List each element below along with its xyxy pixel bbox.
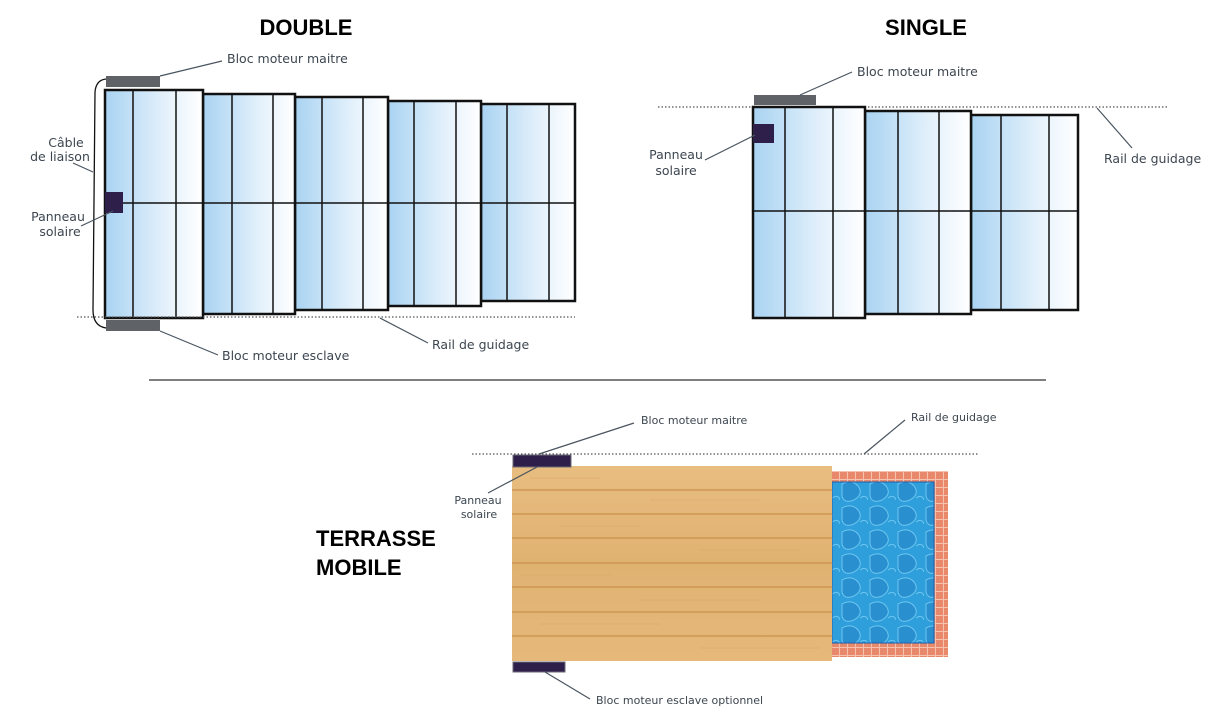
label-cable-2: de liaison [30, 149, 90, 164]
label-solar-2: solaire [461, 508, 498, 521]
single-section: SINGLE Bloc moteur maitre Panneau solair… [649, 15, 1201, 320]
double-title: DOUBLE [260, 15, 353, 40]
solar-panel [105, 192, 123, 213]
slave-motor-block [106, 320, 160, 331]
label-motor-slave: Bloc moteur esclave [222, 348, 350, 363]
label-motor-master: Bloc moteur maitre [857, 64, 978, 79]
master-motor-block [512, 454, 572, 468]
label-motor-master: Bloc moteur maitre [641, 414, 747, 427]
cover-module [969, 113, 1080, 312]
label-rail: Rail de guidage [432, 337, 529, 352]
link-cable [92, 78, 107, 329]
double-section: DOUBLE Bloc moteur maitre Câble de liais… [30, 15, 577, 363]
label-solar-2: solaire [655, 163, 697, 178]
label-solar-2: solaire [39, 224, 81, 239]
label-motor-slave: Bloc moteur esclave optionnel [596, 694, 763, 707]
terrasse-section: TERRASSE MOBILE Bloc moteur maitre Rail … [316, 411, 997, 707]
cover-module [863, 109, 973, 316]
pool [831, 471, 948, 657]
master-motor-block [106, 76, 160, 87]
terrasse-title-2: MOBILE [316, 555, 402, 580]
slave-motor-block [512, 661, 566, 673]
master-motor-block [754, 95, 816, 105]
label-solar-1: Panneau [31, 209, 85, 224]
terrasse-title-1: TERRASSE [316, 526, 436, 551]
cover-module [751, 105, 867, 320]
label-cable-1: Câble [48, 135, 84, 150]
label-solar-1: Panneau [649, 147, 703, 162]
mobile-deck [512, 466, 832, 661]
label-rail: Rail de guidage [1104, 151, 1201, 166]
label-rail: Rail de guidage [911, 411, 997, 424]
label-solar-1: Panneau [454, 494, 501, 507]
cover-module [201, 92, 297, 316]
solar-panel [753, 124, 774, 143]
single-title: SINGLE [885, 15, 967, 40]
label-motor-master: Bloc moteur maitre [227, 51, 348, 66]
double-cover-modules [103, 88, 577, 320]
